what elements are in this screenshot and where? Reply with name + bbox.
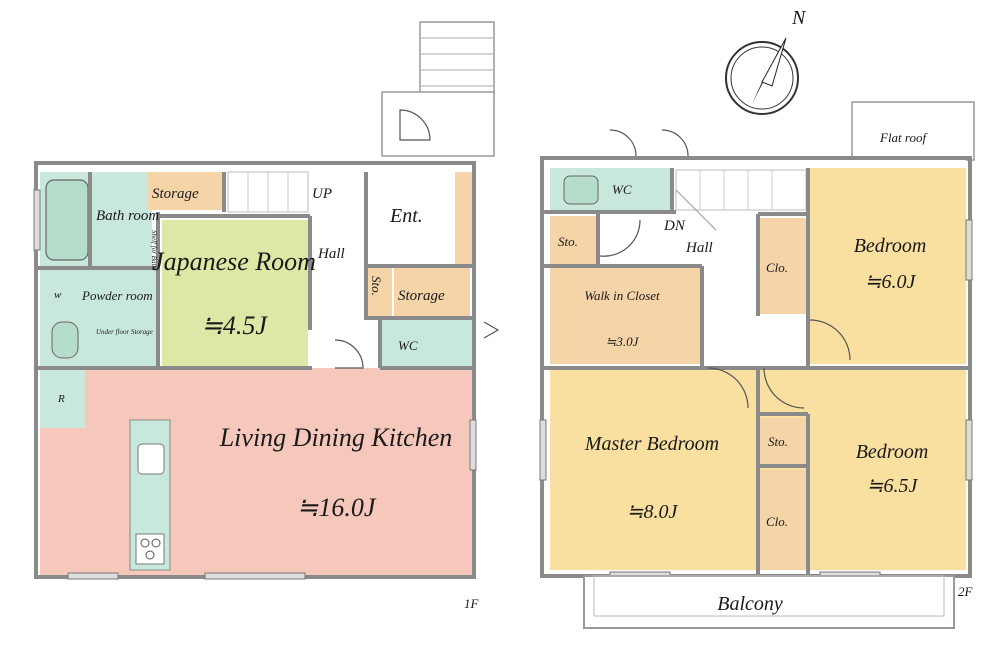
- floor-2: Flat roof WC DN Hall Sto. Clo. Bedroom ≒…: [539, 101, 975, 629]
- flat-roof-area: [851, 101, 975, 161]
- dn-label: DN: [663, 218, 686, 234]
- walkin-area: [550, 268, 700, 364]
- wc-2f-label: WC: [612, 182, 632, 197]
- powder-label: Powder room: [81, 288, 153, 303]
- interior-stairs-2f: [675, 169, 807, 231]
- r-label: R: [57, 393, 65, 405]
- clo-bottom-area: [760, 470, 808, 570]
- sto-mid-label: Sto.: [768, 434, 788, 449]
- sto-1f-label: Sto.: [369, 276, 384, 296]
- floor1-doors: [334, 109, 500, 369]
- entrance-label: Ent.: [389, 205, 423, 227]
- sto-left-area: [550, 216, 596, 266]
- compass-north-label: N: [791, 7, 807, 29]
- clo-top-area: [760, 218, 808, 314]
- balcony-inner: [593, 575, 945, 617]
- sto-mid-area: [760, 418, 808, 464]
- flat-roof-label: Flat roof: [879, 130, 928, 145]
- toilet-2f-icon: [563, 175, 599, 205]
- floor1-windows: [33, 189, 477, 580]
- compass-needle-light: [761, 37, 787, 87]
- clo-bottom-label: Clo.: [766, 514, 788, 529]
- floor2-label: 2F: [958, 584, 974, 599]
- stove-icon: [135, 533, 165, 565]
- ldk-area: [40, 368, 472, 575]
- storage-side-area: [394, 268, 470, 318]
- compass-inner-ring: [730, 46, 794, 110]
- wc-1f-label: WC: [398, 338, 418, 353]
- compass: N: [725, 7, 807, 115]
- bedroom1-size: ≒6.0J: [865, 271, 917, 293]
- floor2-doors: [599, 129, 851, 409]
- clo-top-label: Clo.: [766, 260, 788, 275]
- master-name: Master Bedroom: [584, 433, 719, 455]
- storage-side-label: Storage: [398, 288, 445, 304]
- balcony-label: Balcony: [717, 593, 783, 615]
- entrance-closet-area: [455, 172, 472, 264]
- floor-1: Bath room Storage UP Ent. Japanese Room …: [33, 21, 500, 611]
- bedroom1-area: [810, 168, 966, 364]
- refrigerator-area: [40, 368, 85, 428]
- japanese-room-area: [162, 220, 308, 366]
- interior-stairs-1f: [227, 171, 309, 213]
- up-label: UP: [312, 186, 332, 202]
- floor2-walls: [540, 156, 972, 578]
- sto-area: [368, 268, 392, 318]
- hall-1f-label: Hall: [317, 246, 345, 262]
- master-area: [550, 370, 756, 570]
- bedroom2-size: ≒6.5J: [867, 475, 919, 497]
- japanese-room-name: Japanese Room: [152, 247, 316, 276]
- ldk-name: Living Dining Kitchen: [219, 423, 453, 452]
- underfloor-label: Under floor Storage: [96, 328, 153, 336]
- storage-top-label: Storage: [152, 186, 199, 202]
- storage-top-area: [148, 172, 224, 210]
- wc1-area: [380, 320, 472, 366]
- compass-ring: [725, 41, 799, 115]
- japanese-room-size: ≒4.5J: [201, 311, 268, 340]
- bedroom2-name: Bedroom: [856, 441, 929, 463]
- exterior-stairs: [381, 21, 495, 157]
- master-size: ≒8.0J: [627, 501, 679, 523]
- ldk-size: ≒16.0J: [297, 493, 377, 522]
- bedroom1-name: Bedroom: [854, 235, 927, 257]
- shelf-note: Shelf for Bath: [150, 230, 158, 269]
- balcony-area: [583, 575, 955, 629]
- walkin-size: ≒3.0J: [606, 334, 640, 349]
- floor1-label: 1F: [464, 596, 480, 611]
- w-label: w: [54, 289, 62, 301]
- bathtub: [45, 179, 89, 261]
- walkin-name: Walk in Closet: [584, 288, 660, 303]
- hall-2f-label: Hall: [685, 240, 713, 256]
- kitchen-sink-icon: [137, 443, 165, 475]
- sto-left-label: Sto.: [558, 234, 578, 249]
- washbasin-icon: [51, 321, 79, 359]
- bath-label: Bath room: [96, 208, 159, 224]
